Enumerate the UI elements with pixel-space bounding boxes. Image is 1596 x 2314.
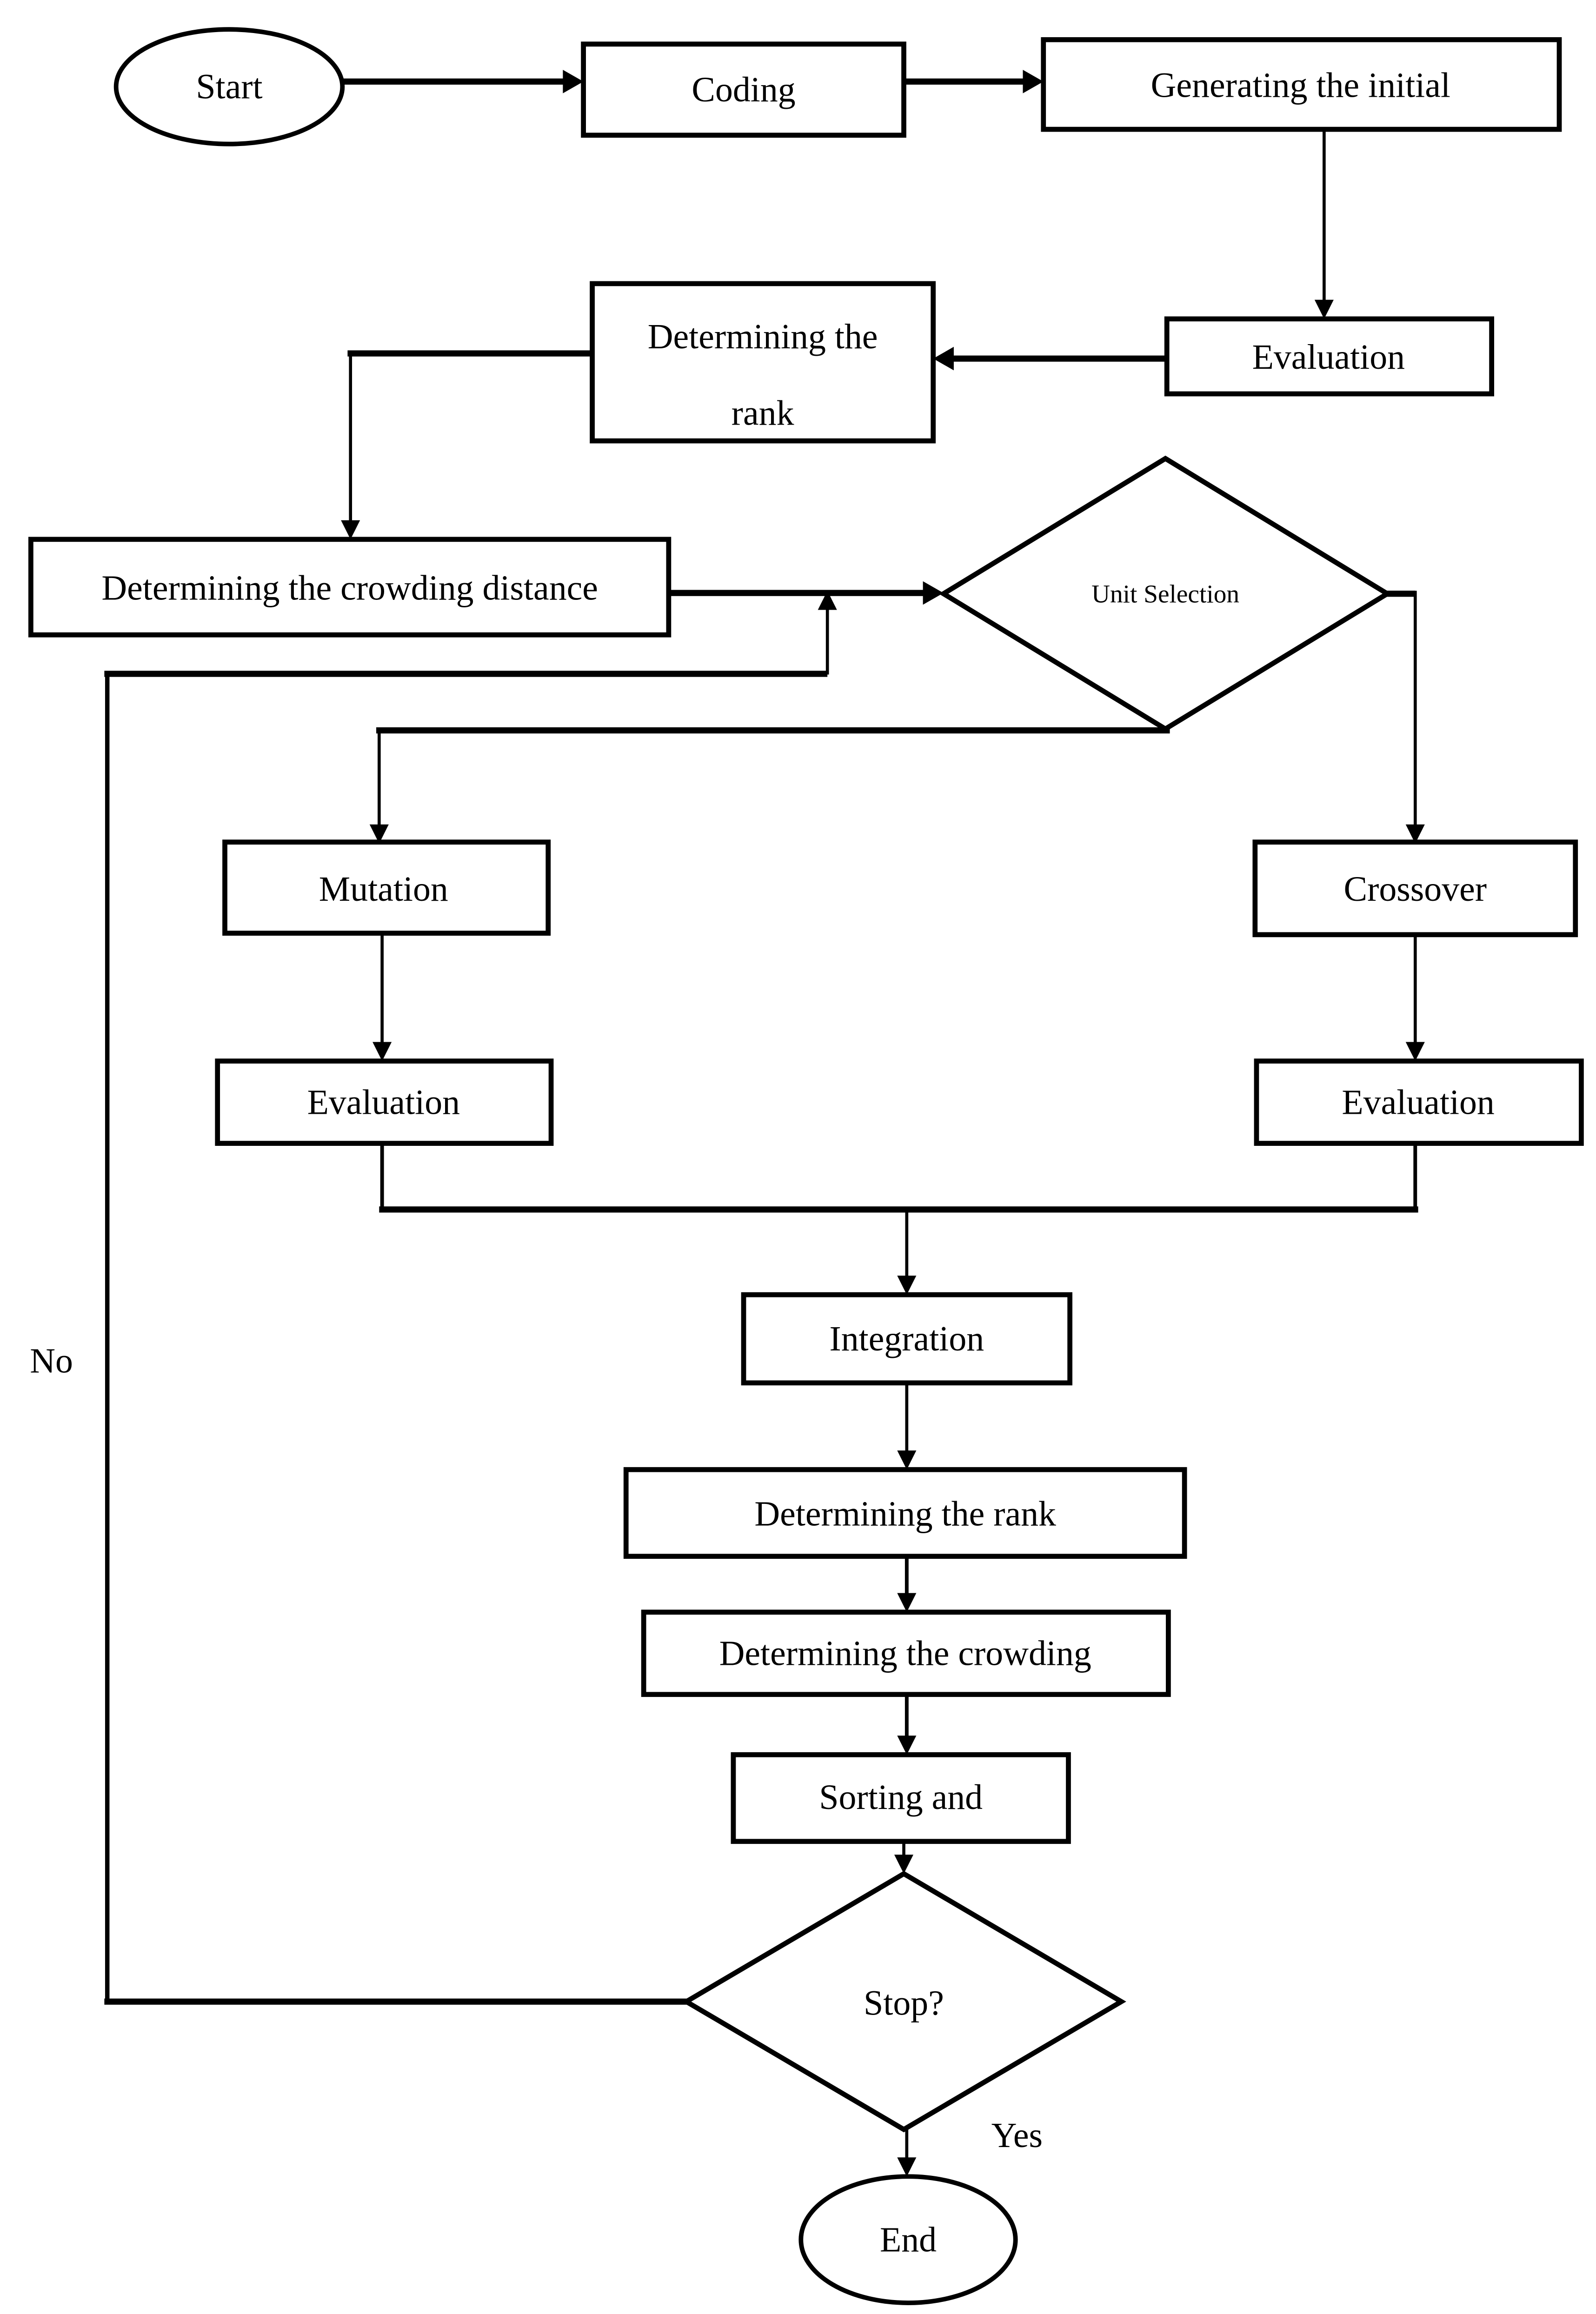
evaluation-top-box — [1164, 316, 1494, 397]
arrowhead-into-rank-bottom — [897, 1450, 917, 1470]
determining-crowding-bottom-label: Determining the crowding — [719, 1634, 1091, 1673]
determining-rank-bottom-box — [623, 1467, 1187, 1559]
evaluation-after-crossover-label: Evaluation — [1342, 1083, 1495, 1122]
generating-initial-box — [1041, 37, 1562, 132]
arrowhead-into-unit-selection — [923, 581, 944, 605]
arrowhead-into-coding — [563, 70, 584, 93]
evaluation-after-mutation-label: Evaluation — [307, 1083, 460, 1122]
stop-label: Stop? — [864, 1984, 944, 2023]
determining-crowding-distance-label: Determining the crowding distance — [101, 568, 598, 607]
determining-crowding-bottom-box — [641, 1609, 1171, 1697]
mutation-label: Mutation — [319, 870, 448, 909]
arrowheads — [341, 70, 1425, 2177]
crossover-box — [1252, 839, 1578, 938]
arrowhead-into-evaluation-top — [1314, 299, 1334, 319]
determining-rank-top-label-line1: Determining the — [648, 317, 878, 356]
coding-box — [581, 41, 906, 138]
arrowhead-into-mutation — [369, 824, 389, 844]
crossover-label: Crossover — [1344, 870, 1487, 909]
determining-rank-top-box — [590, 281, 936, 444]
yes-branch-label: Yes — [991, 2116, 1043, 2155]
arrowhead-into-generating — [1023, 70, 1044, 93]
unit-selection-label: Unit Selection — [1091, 580, 1239, 608]
arrowhead-into-sorting — [897, 1736, 917, 1755]
start-label: Start — [196, 67, 262, 106]
mutation-box — [222, 839, 551, 936]
unit-selection-diamond — [938, 455, 1392, 732]
evaluation-after-crossover-box — [1254, 1058, 1584, 1146]
arrowhead-into-end — [897, 2157, 917, 2177]
end-terminator — [798, 2174, 1018, 2305]
edges — [104, 78, 1418, 2161]
sorting-label: Sorting and — [819, 1778, 983, 1817]
determining-crowding-distance-box — [28, 537, 672, 638]
arrowhead-into-crowding-distance — [341, 520, 360, 539]
start-terminator — [113, 27, 345, 146]
integration-label: Integration — [830, 1319, 984, 1358]
evaluation-after-mutation-box — [215, 1058, 554, 1146]
coding-label: Coding — [692, 70, 795, 109]
arrowhead-no-loop-up — [818, 591, 837, 610]
sorting-box — [731, 1752, 1071, 1844]
evaluation-top-label: Evaluation — [1252, 338, 1405, 377]
generating-initial-label: Generating the initial — [1151, 66, 1450, 105]
no-branch-label: No — [30, 1342, 73, 1381]
arrowhead-into-evaluation-right — [1405, 1042, 1425, 1061]
arrowhead-into-integration — [897, 1276, 917, 1295]
determining-rank-top-label-line2: rank — [732, 393, 794, 432]
determining-rank-bottom-label: Determining the rank — [754, 1494, 1056, 1533]
labels: Start Coding Generating the initial Eval… — [30, 66, 1495, 2260]
stop-diamond — [681, 1871, 1126, 2133]
arrowhead-into-rank-top — [933, 346, 954, 371]
arrowhead-into-evaluation-left — [372, 1042, 392, 1061]
arrowhead-into-stop — [894, 1855, 914, 1874]
arrowhead-into-crossover — [1405, 824, 1425, 844]
end-label: End — [880, 2220, 937, 2259]
arrowhead-into-crowding-bottom — [897, 1593, 917, 1612]
